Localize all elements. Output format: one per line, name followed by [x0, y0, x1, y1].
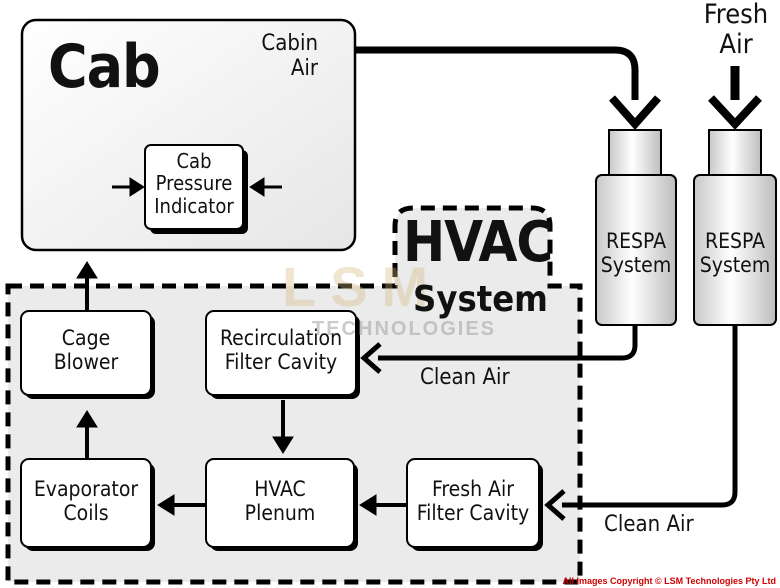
cabin-air-label: Cabin Air: [261, 31, 318, 81]
clean-air-flow-line-1: [378, 326, 638, 361]
recirculation-filter-label: Recirculation Filter Cavity: [219, 326, 343, 374]
clean-air-flow-line-2: [562, 326, 738, 508]
fresh-air-filter-box: [406, 458, 540, 548]
clean-air-label-2: Clean Air: [604, 512, 694, 537]
recirculation-filter-box: [205, 310, 357, 396]
watermark-text: TECHNOLOGIES: [312, 318, 497, 340]
respa-unit-2: [693, 129, 777, 326]
chevron-left-icon: [360, 342, 382, 374]
fresh-air-label: Fresh Air: [703, 0, 769, 61]
arrow-up-icon: [76, 410, 98, 428]
fresh-air-filter-label: Fresh Air Filter Cavity: [416, 477, 530, 525]
arrow-down-icon: [272, 436, 294, 454]
cab-box: [20, 18, 357, 252]
copyright-notice: All Images Copyright © LSM Technologies …: [562, 576, 776, 586]
evaporator-coils-label: Evaporator Coils: [33, 477, 139, 525]
chevron-down-icon: [708, 95, 762, 130]
cab-pressure-indicator-label: Cab Pressure Indicator: [154, 149, 234, 218]
arrow-heads: [76, 95, 762, 521]
respa-label-2: RESPA System: [699, 229, 771, 277]
arrow-left-icon: [249, 177, 265, 197]
hvac-subtitle: System: [413, 279, 548, 320]
arrow-left-icon: [157, 494, 175, 516]
flow-arrows: [85, 46, 740, 508]
respa-label-1: RESPA System: [600, 229, 672, 277]
cage-blower-box: [20, 310, 152, 396]
arrow-up-icon: [76, 261, 98, 279]
arrow-right-icon: [129, 177, 145, 197]
cab-pressure-indicator-box: [144, 144, 244, 230]
component-boxes: [20, 310, 543, 551]
hvac-plenum-label: HVAC Plenum: [244, 477, 316, 525]
arrow-left-icon: [359, 494, 377, 516]
cabin-air-flow-line: [356, 46, 639, 100]
cab-title: Cab: [48, 32, 161, 102]
cage-blower-label: Cage Blower: [53, 326, 119, 374]
chevron-left-icon: [544, 489, 566, 521]
watermark-logo: LSM: [282, 255, 443, 318]
hvac-title: HVAC: [403, 210, 553, 275]
chevron-down-icon: [609, 95, 661, 131]
clean-air-label-1: Clean Air: [420, 365, 510, 390]
hvac-plenum-box: [205, 458, 355, 548]
evaporator-coils-box: [20, 458, 152, 548]
respa-unit-1: [595, 129, 677, 326]
